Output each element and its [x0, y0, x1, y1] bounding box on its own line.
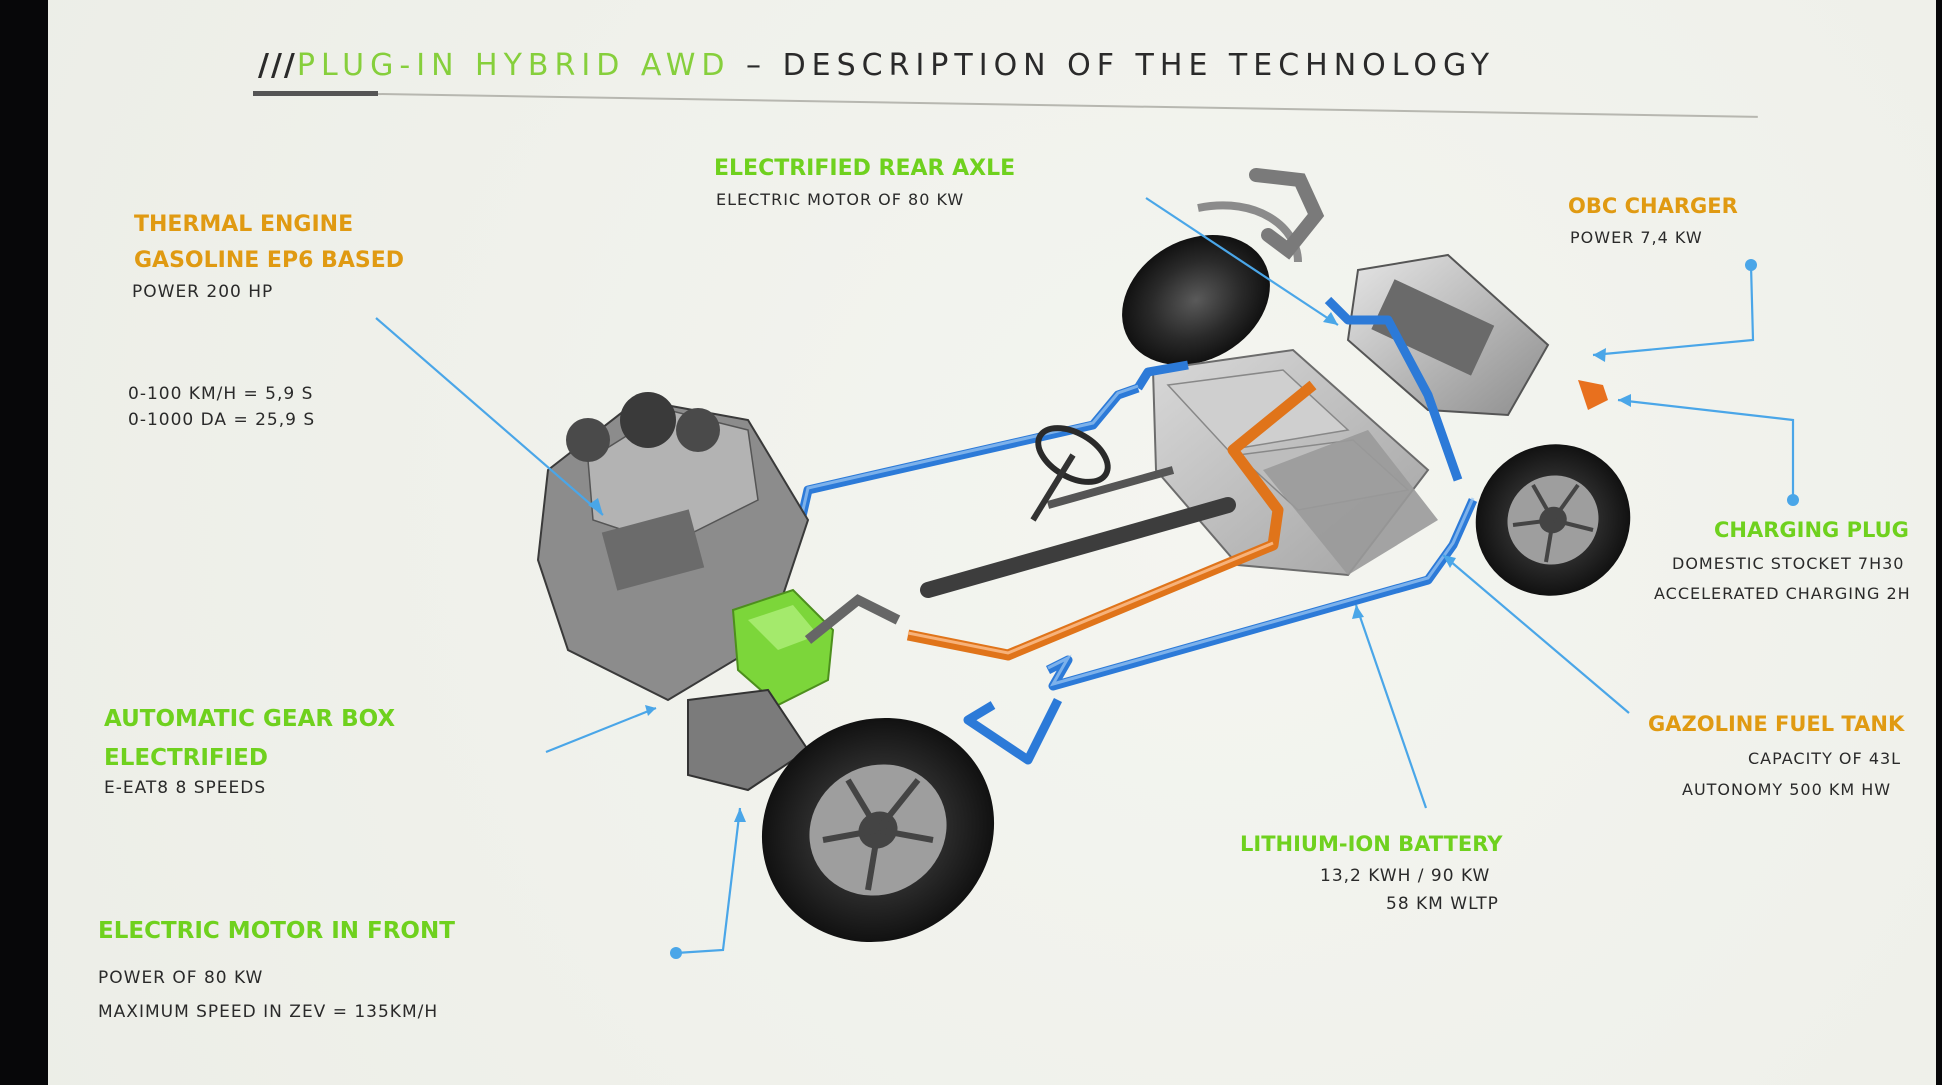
display-bezel-left: [0, 0, 48, 1085]
title-separator: –: [730, 48, 783, 83]
callout-lines: [375, 197, 1795, 955]
slide-title: ///PLUG-IN HYBRID AWD – DESCRIPTION OF T…: [258, 48, 1495, 83]
callout-markers: [588, 259, 1799, 959]
battery-detail-2: 58 KM WLTP: [1386, 894, 1499, 914]
gearbox-title-2: ELECTRIFIED: [104, 745, 268, 771]
title-slashes: ///: [258, 48, 297, 83]
steering-wheel: [1030, 425, 1111, 522]
charging-plug-title: CHARGING PLUG: [1714, 518, 1909, 542]
thermal-engine-accel-1: 0-100 KM/H = 5,9 S: [128, 384, 314, 404]
front-right-wheel: [761, 717, 995, 943]
charging-plug-detail-1: DOMESTIC STOCKET 7H30: [1672, 554, 1905, 573]
front-motor-detail-1: POWER OF 80 KW: [98, 968, 264, 988]
slide: ///PLUG-IN HYBRID AWD – DESCRIPTION OF T…: [48, 0, 1936, 1085]
obc-charger-detail: POWER 7,4 KW: [1570, 228, 1703, 247]
battery-detail-1: 13,2 KWH / 90 KW: [1320, 866, 1491, 886]
charging-plug-detail-2: ACCELERATED CHARGING 2H: [1654, 584, 1911, 603]
gearbox-detail: E-EAT8 8 SPEEDS: [104, 778, 267, 798]
rear-axle-detail: ELECTRIC MOTOR OF 80 KW: [716, 190, 965, 209]
front-motor-detail-2: MAXIMUM SPEED IN ZEV = 135KM/H: [98, 1002, 439, 1022]
title-dark-part: DESCRIPTION OF THE TECHNOLOGY: [782, 48, 1496, 83]
fuel-tank-detail-2: AUTONOMY 500 KM HW: [1682, 780, 1892, 799]
thermal-engine-power: POWER 200 HP: [132, 282, 274, 302]
rear-right-wheel: [1475, 444, 1631, 596]
fuel-tank-title: GAZOLINE FUEL TANK: [1648, 712, 1905, 736]
battery-title: LITHIUM-ION BATTERY: [1240, 832, 1503, 856]
fuel-tank-detail-1: CAPACITY OF 43L: [1748, 749, 1902, 768]
thermal-engine-accel-2: 0-1000 DA = 25,9 S: [128, 410, 316, 430]
rear-axle-title: ELECTRIFIED REAR AXLE: [714, 156, 1016, 181]
front-motor: [687, 688, 810, 792]
display-bezel-right: [1936, 0, 1942, 1085]
chassis-illustration: [375, 168, 1799, 959]
rear-axle-unit: [1346, 253, 1550, 417]
thermal-engine-title-2: GASOLINE EP6 BASED: [134, 248, 404, 273]
electrified-gearbox: [731, 588, 835, 707]
exhaust-line: [920, 497, 1236, 598]
gearbox-title-1: AUTOMATIC GEAR BOX: [104, 706, 396, 732]
rear-strut: [1249, 168, 1325, 260]
title-green-part: PLUG-IN HYBRID AWD: [296, 48, 731, 83]
fuel-tank: [1263, 430, 1438, 575]
title-underline-accent: [253, 91, 378, 96]
obc-charger-title: OBC CHARGER: [1568, 194, 1738, 218]
high-voltage-cable: [906, 380, 1317, 661]
thermal-engine-title-1: THERMAL ENGINE: [134, 212, 354, 237]
front-motor-title: ELECTRIC MOTOR IN FRONT: [98, 918, 455, 944]
